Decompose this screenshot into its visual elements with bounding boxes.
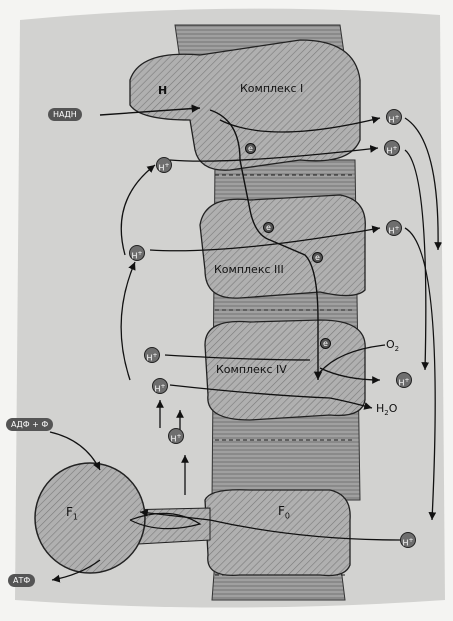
proton-ion-left-3: H+ <box>144 347 160 363</box>
proton-ion-right-2: H+ <box>384 140 400 156</box>
nadh-arrow <box>99 104 201 116</box>
proton-plus: + <box>408 537 414 544</box>
proton-arrow-c4b <box>319 367 381 384</box>
proton-h: H <box>388 226 395 236</box>
complex-1-shape <box>129 39 361 171</box>
f1-subscript: 1 <box>72 512 78 522</box>
proton-ion-right-5: H+ <box>400 532 416 548</box>
proton-ion-left-4: H+ <box>152 378 168 394</box>
proton-ion-right-3: H+ <box>386 220 402 236</box>
o2-subscript: 2 <box>394 345 400 354</box>
proton-ion-left-1: H+ <box>156 157 172 173</box>
complex-3-shape <box>199 194 366 299</box>
f0-subscript: 0 <box>284 511 290 521</box>
adp-arrow <box>49 431 101 471</box>
proton-plus: + <box>394 114 400 121</box>
proton-arrow-c1-bottom <box>169 145 379 162</box>
proton-h: H <box>131 251 138 261</box>
atp-arrow <box>51 559 101 583</box>
complex-3-label: Комплекс III <box>214 263 284 276</box>
complex-4-label: Комплекс IV <box>216 363 287 376</box>
h-letter-label: H <box>158 84 168 97</box>
proton-plus: + <box>137 250 143 257</box>
electron-marker-4: e <box>320 338 331 349</box>
f0-label: F0 <box>278 504 290 520</box>
water-arrow <box>169 384 373 410</box>
electron-path <box>209 109 323 380</box>
proton-plus: + <box>176 433 182 440</box>
proton-h: H <box>146 353 153 363</box>
proton-h: H <box>170 434 177 444</box>
right-loop-1 <box>404 117 443 251</box>
oxygen-arrow <box>319 344 386 373</box>
proton-plus: + <box>152 352 158 359</box>
electron-marker-2: e <box>263 222 274 233</box>
proton-plus: + <box>164 162 170 169</box>
proton-h: H <box>402 538 409 548</box>
h2o-o: O <box>388 402 398 415</box>
proton-plus: + <box>392 145 398 152</box>
f1-letter: F <box>66 505 73 519</box>
h2o-label: H2O <box>376 402 397 417</box>
proton-plus: + <box>394 225 400 232</box>
proton-plus: + <box>404 377 410 384</box>
proton-h: H <box>154 384 161 394</box>
left-loop-2 <box>120 261 136 381</box>
proton-h: H <box>386 146 393 156</box>
proton-plus: + <box>160 383 166 390</box>
proton-arrow-c3 <box>149 225 381 252</box>
right-loop-2 <box>404 149 430 371</box>
proton-h: H <box>158 163 165 173</box>
proton-ion-left-2: H+ <box>129 245 145 261</box>
f0-swirl <box>129 512 202 530</box>
o2-letter: O <box>386 338 395 351</box>
atp-pill: АТФ <box>8 574 36 587</box>
proton-h: H <box>388 115 395 125</box>
proton-h: H <box>398 378 405 388</box>
f0-proton-arrow <box>139 509 401 541</box>
adp-pill: АДФ + Ф <box>6 418 54 431</box>
complex-1-label: Комплекс I <box>240 82 304 95</box>
f1-label: F1 <box>66 505 78 521</box>
f0-letter: F <box>278 504 285 518</box>
proton-ion-right-4: H+ <box>396 372 412 388</box>
right-loop-3 <box>404 227 437 521</box>
electron-marker-3: e <box>312 252 323 263</box>
f1-sphere <box>34 462 146 574</box>
o2-label: O2 <box>386 338 399 353</box>
proton-ion-right-1: H+ <box>386 109 402 125</box>
left-loop-1 <box>120 164 156 256</box>
h2o-subscript: 2 <box>384 409 389 418</box>
proton-arrow-c1-top <box>219 116 381 133</box>
electron-marker-1: e <box>245 143 256 154</box>
nadh-pill: НАДН <box>48 108 82 121</box>
proton-arrow-c4 <box>164 354 311 361</box>
proton-ion-left-5: H+ <box>168 428 184 444</box>
h2o-h: H <box>376 402 385 415</box>
